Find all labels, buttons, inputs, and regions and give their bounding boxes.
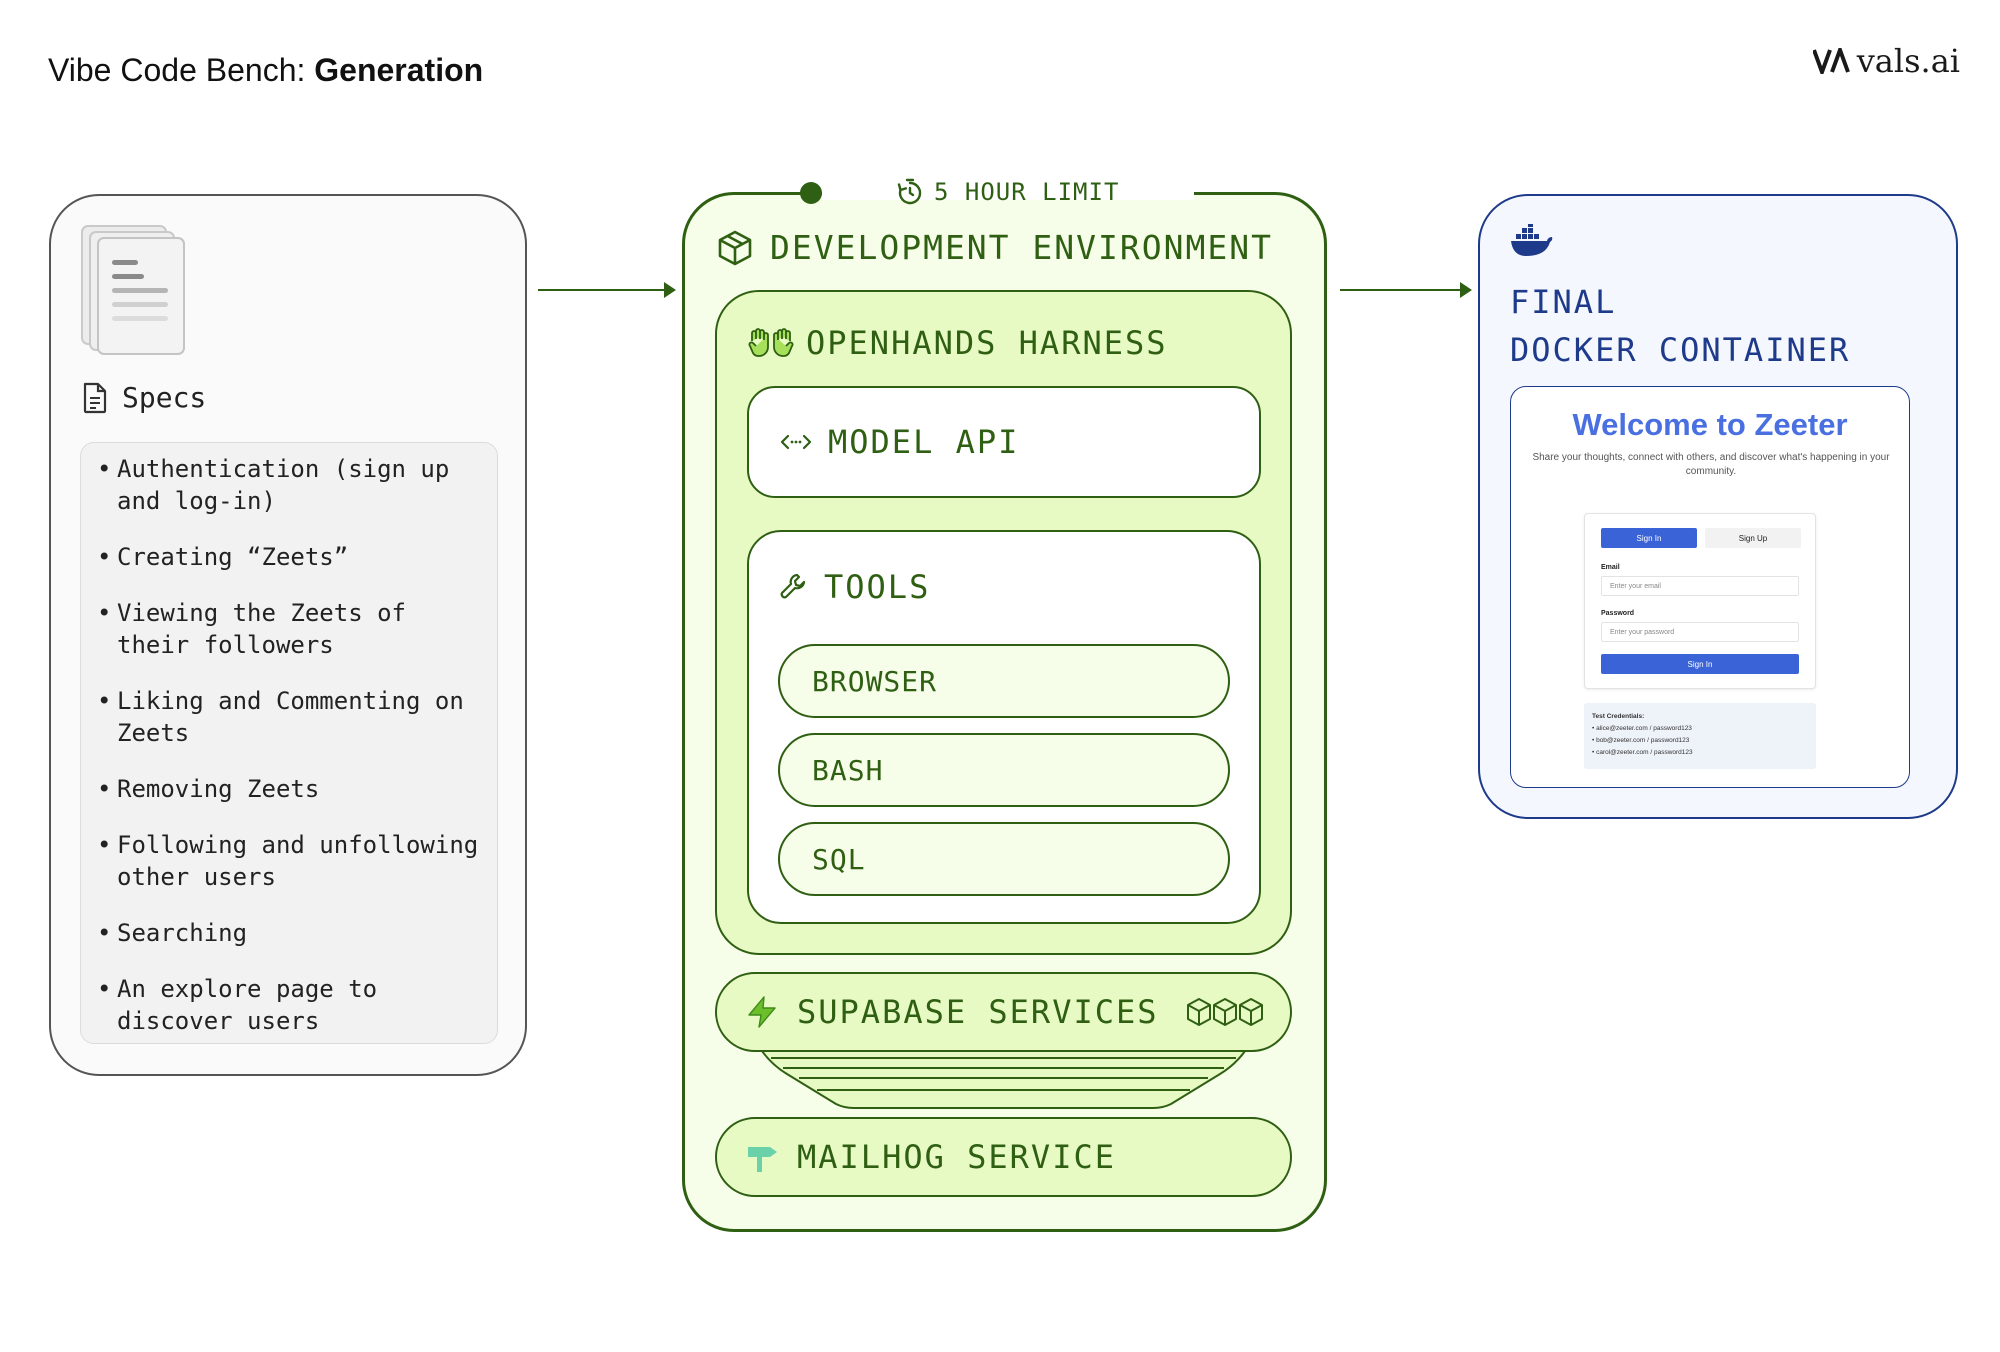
preview-subtitle: Share your thoughts, connect with others… [1532, 452, 1890, 477]
documents-stack-icon [81, 225, 185, 355]
cred-line: • alice@zeeter.com / password123 [1592, 725, 1692, 732]
code-brackets-icon [780, 434, 812, 450]
specs-heading-label: Specs [122, 381, 207, 414]
document-icon [83, 382, 107, 413]
app-preview-screenshot: Welcome to Zeeter Share your thoughts, c… [1510, 386, 1910, 788]
arrow-dev-to-docker [1340, 289, 1464, 291]
model-api-label: MODEL API [780, 423, 1019, 461]
docker-title-line1: FINAL [1510, 283, 1617, 321]
spec-item: An explore page to discover users [95, 973, 487, 1037]
test-credentials-box: Test Credentials: • alice@zeeter.com / p… [1584, 703, 1816, 769]
development-environment-title: DEVELOPMENT ENVIRONMENT [716, 228, 1273, 267]
password-field[interactable]: Enter your password [1601, 622, 1799, 642]
openhands-harness-title: OPENHANDS HARNESS [748, 324, 1168, 362]
sign-in-button[interactable]: Sign In [1601, 654, 1799, 674]
limit-gap [822, 186, 1194, 200]
tool-browser: BROWSER [778, 644, 1230, 718]
cubes-icon [1187, 998, 1263, 1026]
docker-title-line2: DOCKER CONTAINER [1510, 331, 1851, 369]
spec-item: Following and unfollowing other users [95, 829, 487, 893]
spec-item: Authentication (sign up and log-in) [95, 453, 487, 517]
time-limit-text: 5 HOUR LIMIT [934, 178, 1120, 206]
tab-sign-in[interactable]: Sign In [1601, 528, 1697, 548]
spec-item: Creating “Zeets” [95, 541, 487, 573]
package-box-icon [718, 230, 752, 265]
docker-whale-icon [1511, 224, 1553, 256]
harness-title-label: OPENHANDS HARNESS [806, 324, 1168, 362]
mailhog-service-box: MAILHOG SERVICE [715, 1117, 1292, 1197]
signpost-icon [748, 1147, 777, 1172]
lightning-bolt-icon [748, 996, 776, 1028]
mailhog-label: MAILHOG SERVICE [797, 1138, 1116, 1176]
model-api-box [747, 386, 1261, 498]
specs-list: Authentication (sign up and log-in) Crea… [80, 442, 498, 1044]
specs-heading: Specs [82, 381, 206, 414]
vals-logo: vals.ai [1812, 42, 1960, 80]
arrow-specs-to-dev [538, 289, 668, 291]
email-field[interactable]: Enter your email [1601, 576, 1799, 596]
tab-sign-up[interactable]: Sign Up [1705, 528, 1801, 548]
cred-line: • carol@zeeter.com / password123 [1592, 749, 1693, 756]
password-label: Password [1601, 610, 1635, 617]
arrow-head-icon [1460, 282, 1472, 298]
tool-bash: BASH [778, 733, 1230, 807]
creds-title: Test Credentials: [1592, 713, 1645, 720]
docker-title: FINAL DOCKER CONTAINER [1510, 278, 1850, 374]
model-api-text: MODEL API [828, 423, 1020, 461]
spec-item: Searching [95, 917, 487, 949]
time-limit-label: 5 HOUR LIMIT [896, 178, 1119, 206]
login-card: Sign In Sign Up Email Enter your email P… [1584, 513, 1816, 689]
logo-text: vals.ai [1856, 42, 1960, 80]
tool-sql: SQL [778, 822, 1230, 896]
supabase-label: SUPABASE SERVICES [797, 993, 1159, 1031]
timer-icon [897, 178, 922, 205]
title-bold: Generation [314, 52, 484, 88]
spec-item: Removing Zeets [95, 773, 487, 805]
wrench-icon [780, 573, 806, 599]
timeline-dot [800, 182, 822, 204]
email-label: Email [1601, 564, 1620, 571]
tools-title-text: TOOLS [824, 568, 931, 606]
vals-logo-mark-icon [1812, 48, 1850, 74]
title-prefix: Vibe Code Bench: [48, 52, 315, 88]
raised-hands-icon [748, 328, 794, 357]
preview-heading: Welcome to Zeeter [1572, 407, 1848, 442]
supabase-services-box: SUPABASE SERVICES [715, 972, 1292, 1052]
dev-title-label: DEVELOPMENT ENVIRONMENT [770, 228, 1273, 267]
spec-item: Liking and Commenting on Zeets [95, 685, 487, 749]
arrow-head-icon [664, 282, 676, 298]
spec-item: Viewing the Zeets of their followers [95, 597, 487, 661]
cred-line: • bob@zeeter.com / password123 [1592, 737, 1690, 744]
tools-label: TOOLS [778, 568, 930, 606]
page-title: Vibe Code Bench: Generation [48, 52, 483, 89]
